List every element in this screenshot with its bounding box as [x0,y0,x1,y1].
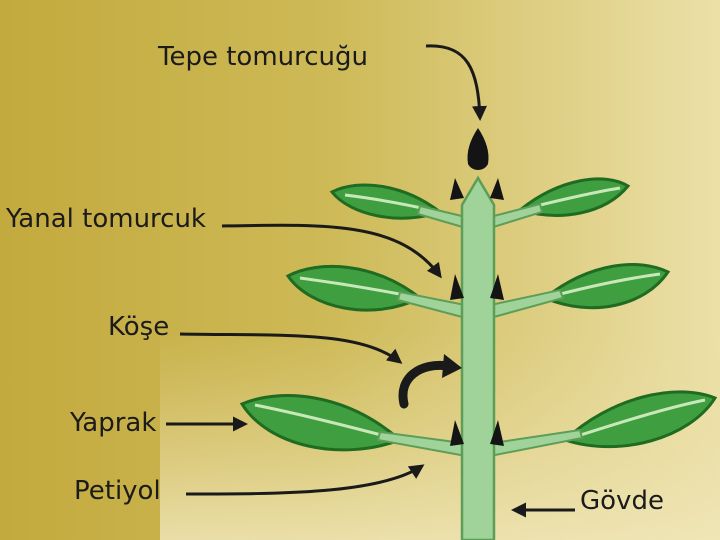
arrow-lateral-bud [221,223,442,279]
lateral-bud-3l [450,420,464,446]
lateral-bud-2r [490,274,504,300]
arrow-apical-bud [425,44,487,121]
apical-bud [467,128,489,170]
label-leaf: Yaprak [70,408,157,438]
label-petiole: Petiyol [74,476,161,506]
buds [450,128,504,446]
arrow-petiole [185,464,425,496]
label-node: Köşe [108,312,170,342]
label-lateral-bud: Yanal tomurcuk [6,204,206,234]
label-apical-bud: Tepe tomurcuğu [158,42,369,72]
lateral-bud-1r [490,178,504,200]
node-curved-arrow-icon [398,360,453,409]
leaf-mid-left [285,264,423,312]
pointer-arrows [166,44,575,518]
lateral-bud-2l [450,274,464,300]
stem [460,175,496,540]
leaves [239,177,718,452]
lateral-bud-1l [450,178,464,200]
lateral-bud-3r [490,420,504,446]
leaf-mid-right [542,263,671,310]
label-stem: Gövde [580,486,664,516]
arrow-node [179,332,403,364]
